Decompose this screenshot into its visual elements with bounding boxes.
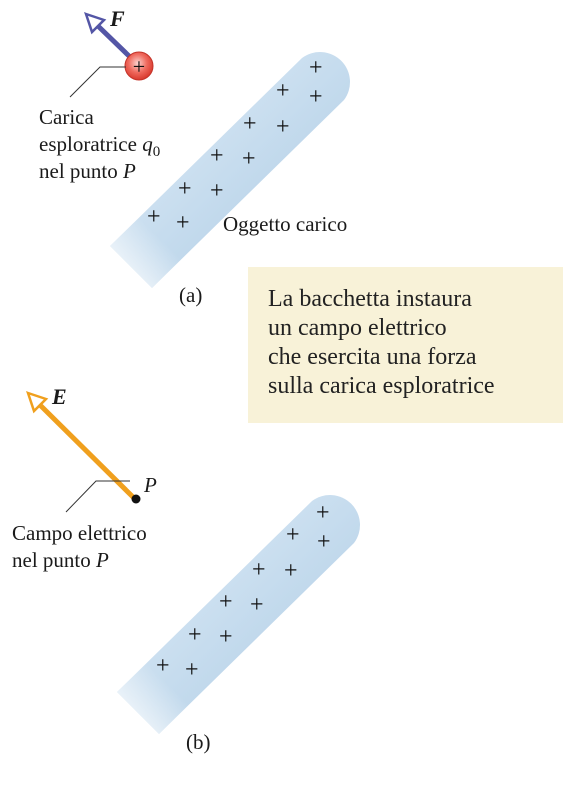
force-arrow — [84, 12, 131, 58]
plus-sign: + — [219, 589, 233, 615]
plus-sign: + — [286, 522, 300, 548]
plus-sign: + — [316, 500, 330, 526]
svg-text:+: + — [133, 54, 145, 79]
plus-sign: + — [250, 592, 264, 618]
callout-line: che esercita una forza — [268, 344, 477, 370]
point-symbol: P — [123, 159, 136, 183]
plus-sign: + — [210, 143, 224, 169]
charge-label-line1: Carica — [39, 105, 94, 129]
charged-rod-b — [117, 495, 360, 734]
plus-sign: + — [176, 210, 190, 236]
plus-sign: + — [276, 114, 290, 140]
point-p-dot — [131, 494, 141, 504]
plus-sign: + — [242, 146, 256, 172]
caption-b: (b) — [186, 730, 211, 754]
point-symbol: P — [96, 548, 109, 572]
charge-symbol: q — [142, 132, 153, 156]
plus-sign: + — [317, 529, 331, 555]
field-label-text: nel punto — [12, 548, 96, 572]
plus-sign: + — [188, 622, 202, 648]
plus-sign: + — [309, 84, 323, 110]
charge-label-text: esploratrice — [39, 132, 143, 156]
field-label-line1: Campo elettrico — [12, 521, 147, 545]
callout-line: La bacchetta instaura — [268, 286, 472, 312]
plus-sign: + — [178, 176, 192, 202]
explanation-callout: La bacchetta instaura un campo elettrico… — [248, 267, 563, 423]
plus-sign: + — [147, 204, 161, 230]
callout-line: un campo elettrico — [268, 315, 447, 341]
plus-sign: + — [309, 55, 323, 81]
field-label: E — [52, 384, 67, 409]
rod-a-charges: + + + + + + + + + + + — [147, 55, 323, 236]
plus-sign: + — [156, 653, 170, 679]
charge-leader-line — [69, 66, 126, 98]
field-arrow — [26, 391, 137, 501]
plus-sign: + — [284, 558, 298, 584]
plus-sign: + — [252, 557, 266, 583]
field-label-line2: nel punto P — [12, 548, 109, 573]
charge-label-line2: esploratrice q0 — [39, 132, 160, 165]
force-label: F — [110, 6, 125, 31]
plus-sign: + — [276, 78, 290, 104]
callout-line: sulla carica esploratrice — [268, 373, 495, 399]
test-charge: + — [124, 51, 154, 81]
plus-sign: + — [210, 178, 224, 204]
plus-sign: + — [219, 624, 233, 650]
caption-a: (a) — [179, 283, 203, 307]
point-label: P — [144, 473, 157, 497]
charged-rod-a — [110, 52, 350, 288]
charge-subscript: 0 — [152, 144, 161, 161]
plus-sign: + — [243, 111, 257, 137]
object-label: Oggetto carico — [223, 212, 348, 236]
charge-label-text: nel punto — [39, 159, 123, 183]
field-leader-line — [65, 480, 130, 513]
plus-sign: + — [185, 657, 199, 683]
rod-b-charges: + + + + + + + + + + + — [156, 500, 331, 683]
charge-label-line3: nel punto P — [39, 159, 136, 184]
